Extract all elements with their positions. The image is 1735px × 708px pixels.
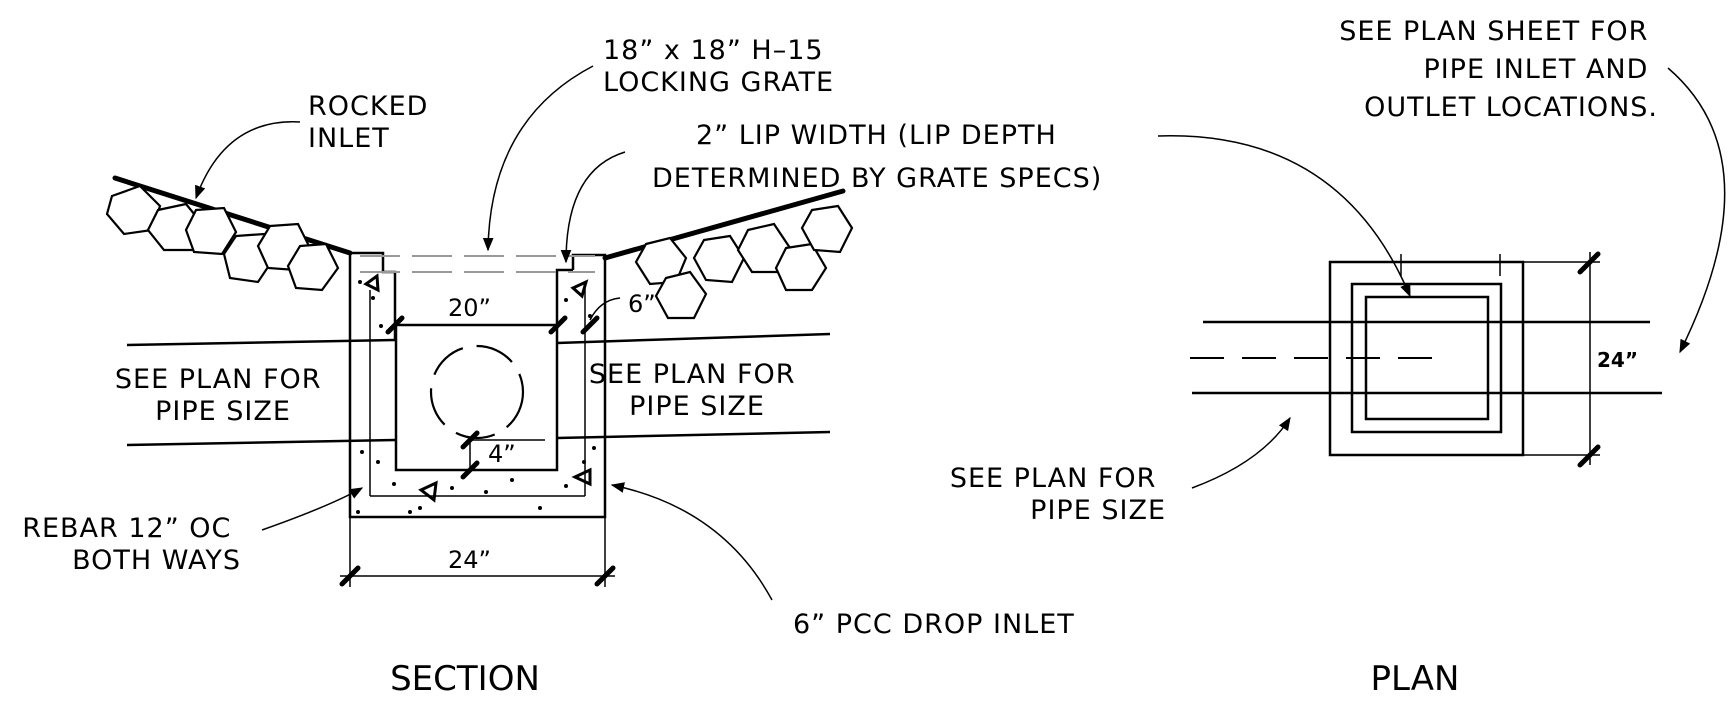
plan-leader-sheet-outer: [1667, 67, 1726, 354]
inlet-wall-right-outer: [571, 253, 607, 438]
dimension-outer-width: 24”: [339, 517, 616, 587]
leader-rocked-inlet: [195, 121, 301, 200]
rocks-left: [105, 184, 340, 292]
plan-leader-sheet-inner: [1157, 135, 1411, 298]
note-pipe-left: SEE PLAN FOR PIPE SIZE: [115, 364, 331, 427]
dim-floor-label: 4”: [488, 440, 516, 468]
note-drop-inlet: 6” PCC DROP INLET: [793, 609, 1075, 640]
inlet-wall-left-outer: [348, 253, 607, 519]
plan-outer-box: [1328, 260, 1525, 457]
pipe-left-bottom: [126, 438, 397, 447]
dim-wall-label: 6”: [628, 290, 656, 318]
plan-title: PLAN: [1371, 659, 1460, 699]
inlet-wall-right-inner: [555, 268, 573, 325]
section-view: 20” 6” 4” 24”: [22, 35, 1102, 699]
note-lip: 2” LIP WIDTH (LIP DEPTH DETERMINED BY GR…: [652, 120, 1102, 194]
section-title: SECTION: [390, 659, 540, 699]
leader-rebar: [261, 487, 364, 531]
aggregate-triangles: [363, 273, 592, 503]
rocks-right: [634, 204, 854, 320]
plan-dimension-width: 24”: [1523, 251, 1638, 468]
plan-leader-pipe: [1191, 416, 1291, 489]
note-grate: 18” x 18” H–15 LOCKING GRATE: [603, 35, 834, 98]
ground-line-left: [112, 175, 353, 256]
note-pipe-right: SEE PLAN FOR PIPE SIZE: [589, 359, 805, 422]
dim-inner-width-label: 20”: [448, 294, 491, 322]
pipe-right-bottom: [556, 430, 831, 440]
pipe-opening-circle: [429, 344, 525, 440]
dimension-floor: 4”: [460, 430, 545, 480]
leader-grate: [482, 65, 594, 252]
dimension-wall: 6”: [580, 290, 656, 335]
plan-note-pipe: SEE PLAN FOR PIPE SIZE: [950, 463, 1166, 526]
concrete-stipple: [356, 280, 596, 514]
plan-view: 24” SEE PLAN SHEET FOR PIPE INLET AND OU…: [950, 16, 1726, 699]
note-rocked-inlet: ROCKED INLET: [308, 91, 438, 154]
dimension-inner-width: 20”: [385, 294, 568, 335]
pipe-left-top: [126, 338, 396, 347]
plan-note-sheet: SEE PLAN SHEET FOR PIPE INLET AND OUTLET…: [1339, 16, 1658, 123]
note-rebar: REBAR 12” OC BOTH WAYS: [22, 513, 241, 576]
plan-dim-width-label: 24”: [1597, 348, 1638, 372]
dim-outer-width-label: 24”: [448, 546, 491, 574]
leader-drop-inlet: [610, 482, 773, 601]
leader-lip: [560, 151, 626, 264]
pipe-right-top: [556, 332, 831, 345]
inlet-inner-box: [394, 323, 559, 472]
